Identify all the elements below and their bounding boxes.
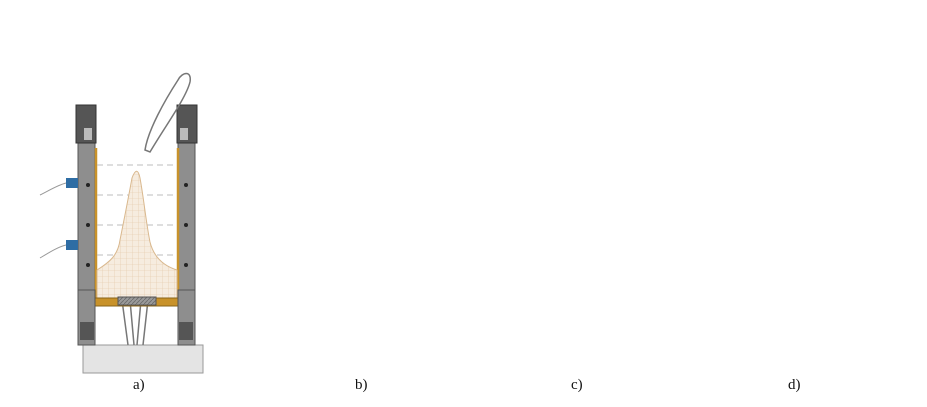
porous-disc: [117, 296, 157, 306]
caption-c: c): [571, 377, 583, 393]
panel-a: [39, 72, 204, 374]
caption-b: b): [355, 377, 368, 393]
pedestal: [121, 299, 149, 346]
base-plinth: [82, 344, 204, 374]
spoon-icon: [144, 72, 191, 153]
mould-wall-right: [177, 139, 196, 291]
valve-fitting: [39, 178, 78, 259]
soil-heap: [96, 170, 178, 299]
mould-wall-left: [77, 139, 96, 291]
caption-a: a): [133, 377, 145, 393]
caption-d: d): [788, 377, 801, 393]
